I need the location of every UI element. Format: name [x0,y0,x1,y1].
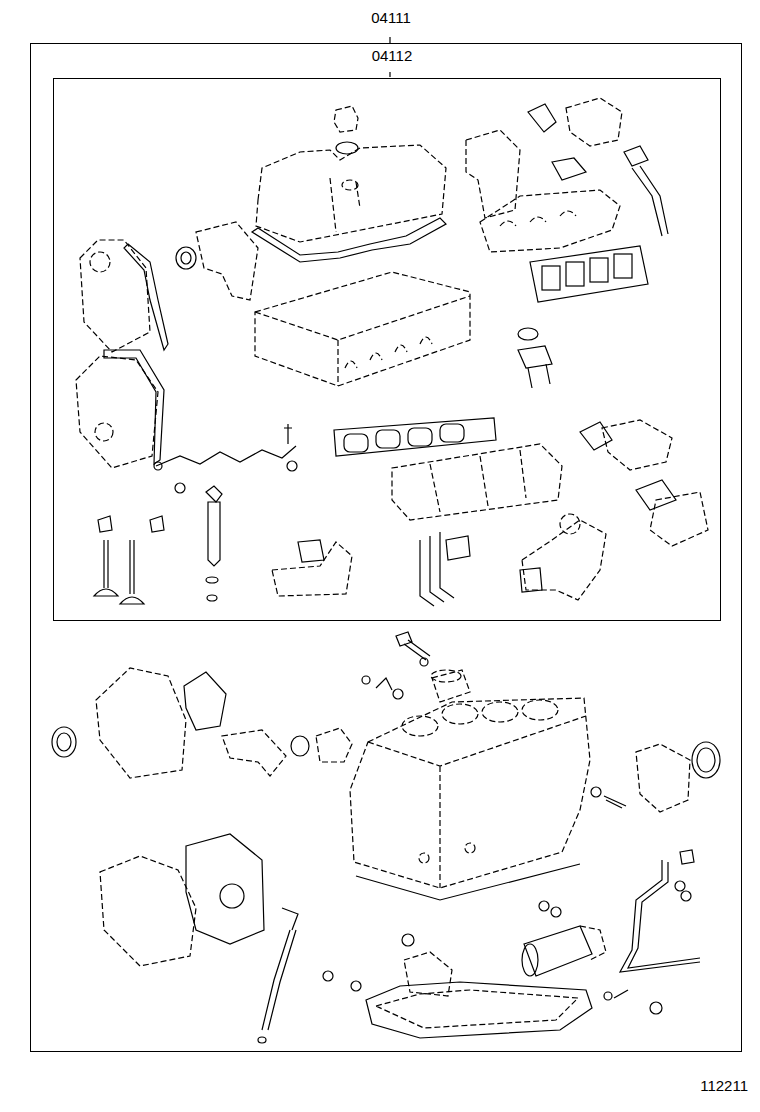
part-number: 04111 [369,10,413,27]
illustration-number: 112211 [698,1078,750,1095]
sub-kit-box: 04112 [53,78,721,621]
kit-group-box: 0411104112 [30,43,742,1052]
part-number: 04112 [370,48,415,65]
